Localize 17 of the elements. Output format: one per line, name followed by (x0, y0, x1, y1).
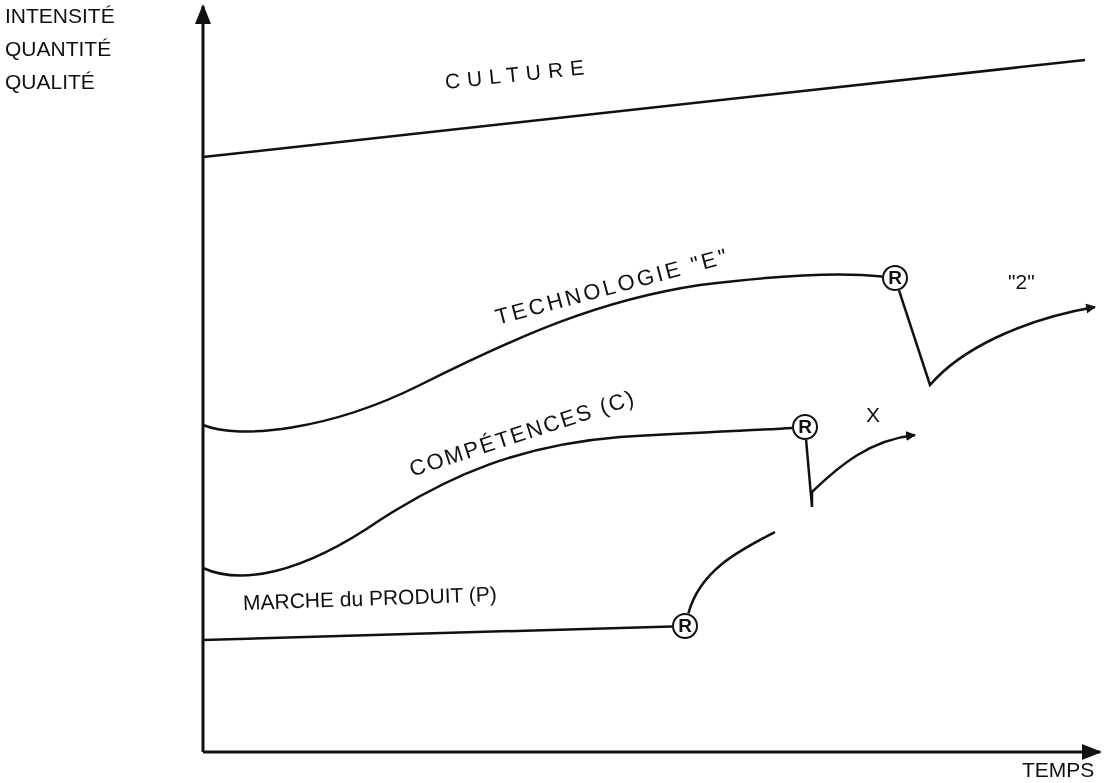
circled-letter: R (882, 265, 908, 291)
arrow (804, 431, 916, 509)
curve (687, 530, 776, 614)
circled-letter: R (792, 414, 818, 440)
curve-label: CULTURE (443, 55, 592, 92)
curve-label: MARCHE du PRODUIT (P) (242, 583, 498, 613)
curve-label: X (866, 404, 880, 425)
arrow (897, 290, 1096, 387)
axis-label: QUANTITÉ (5, 38, 112, 59)
curve-label: "2" (1008, 271, 1035, 292)
circled-letter: R (672, 613, 698, 639)
curve (202, 625, 673, 642)
axis-label: TEMPS (1022, 759, 1095, 780)
curve (202, 426, 793, 577)
axis-label: INTENSITÉ (5, 5, 115, 26)
axis-label: QUALITÉ (5, 71, 95, 92)
curve (202, 273, 883, 433)
